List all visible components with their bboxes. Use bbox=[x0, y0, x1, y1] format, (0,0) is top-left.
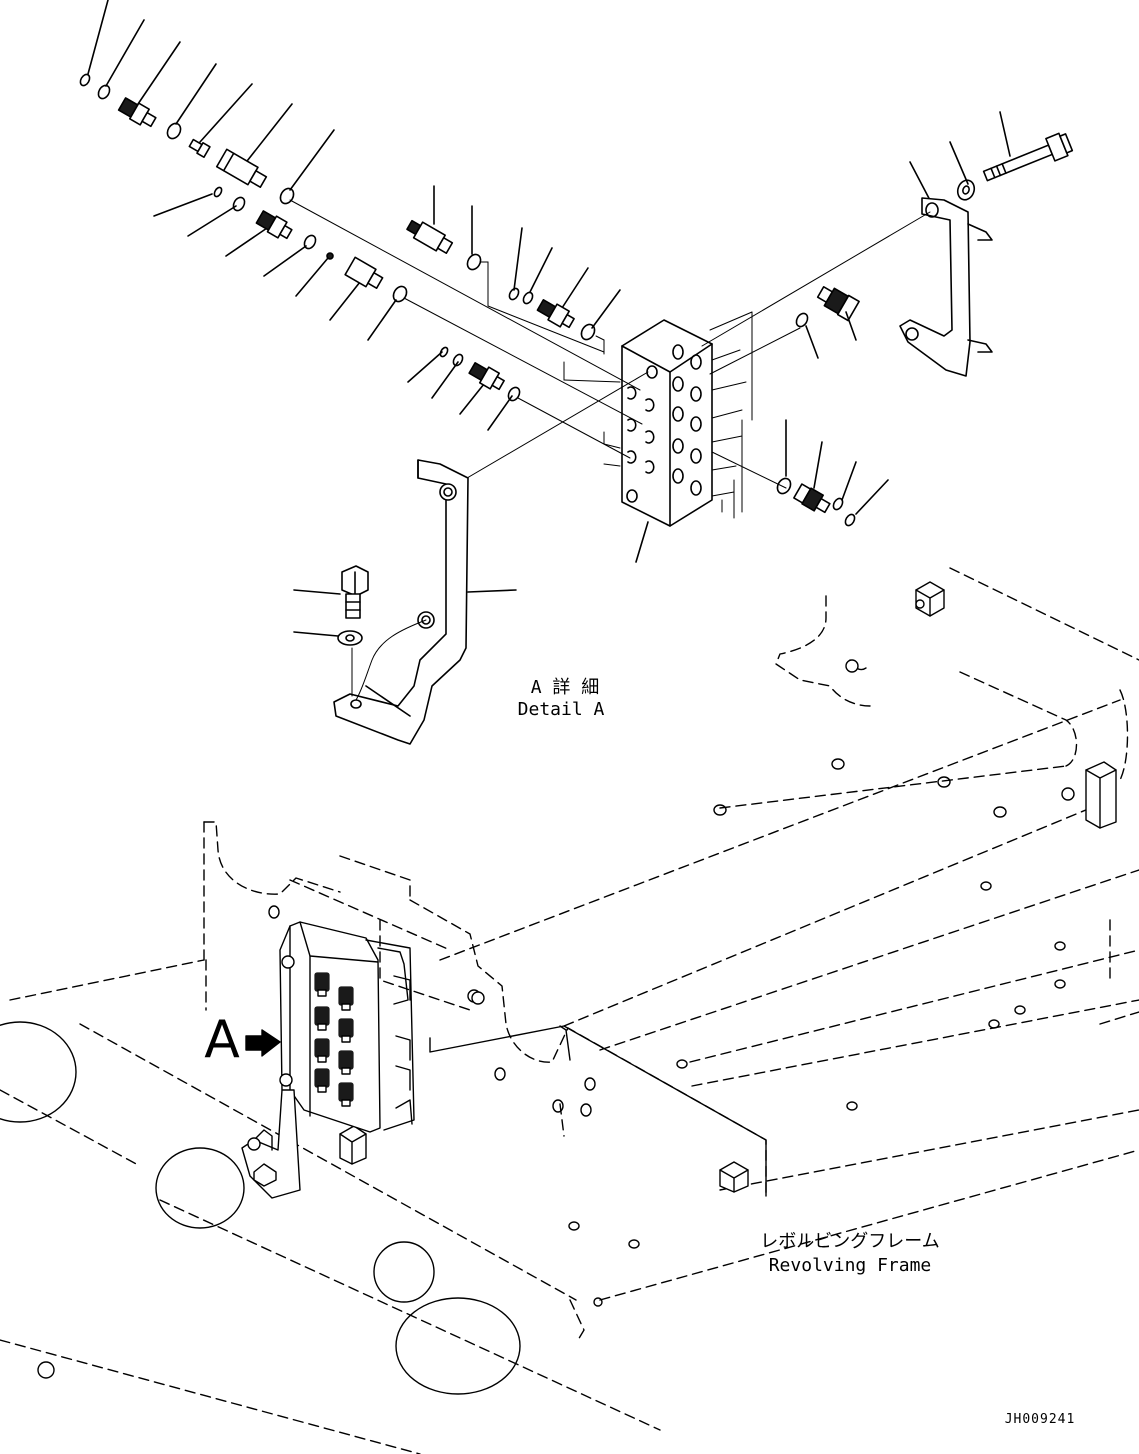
manifold-block bbox=[621, 319, 713, 527]
leader-lines-right bbox=[293, 111, 1011, 637]
leader-lines-upper-left bbox=[87, 0, 621, 431]
detail-label-en: Detail A bbox=[517, 699, 605, 720]
o-rings bbox=[79, 73, 856, 527]
drawing-code: JH009241 bbox=[1004, 1412, 1076, 1427]
revolving-frame bbox=[0, 567, 1139, 1454]
bolt-detail bbox=[337, 565, 369, 646]
frame-label-en: Revolving Frame bbox=[768, 1255, 932, 1276]
assembly-lines bbox=[289, 199, 931, 519]
installed-manifold bbox=[241, 921, 415, 1199]
clamp-bracket bbox=[899, 197, 993, 377]
right-arrow-icon bbox=[245, 1029, 281, 1057]
detail-label-jp: A 詳 細 bbox=[530, 677, 600, 698]
support-bracket bbox=[333, 459, 469, 745]
view-marker-letter: A bbox=[204, 1010, 240, 1070]
adapter-fittings bbox=[117, 97, 860, 514]
frame-label-jp: レボルビングフレーム bbox=[760, 1231, 940, 1252]
bolt-top-right bbox=[956, 132, 1074, 201]
